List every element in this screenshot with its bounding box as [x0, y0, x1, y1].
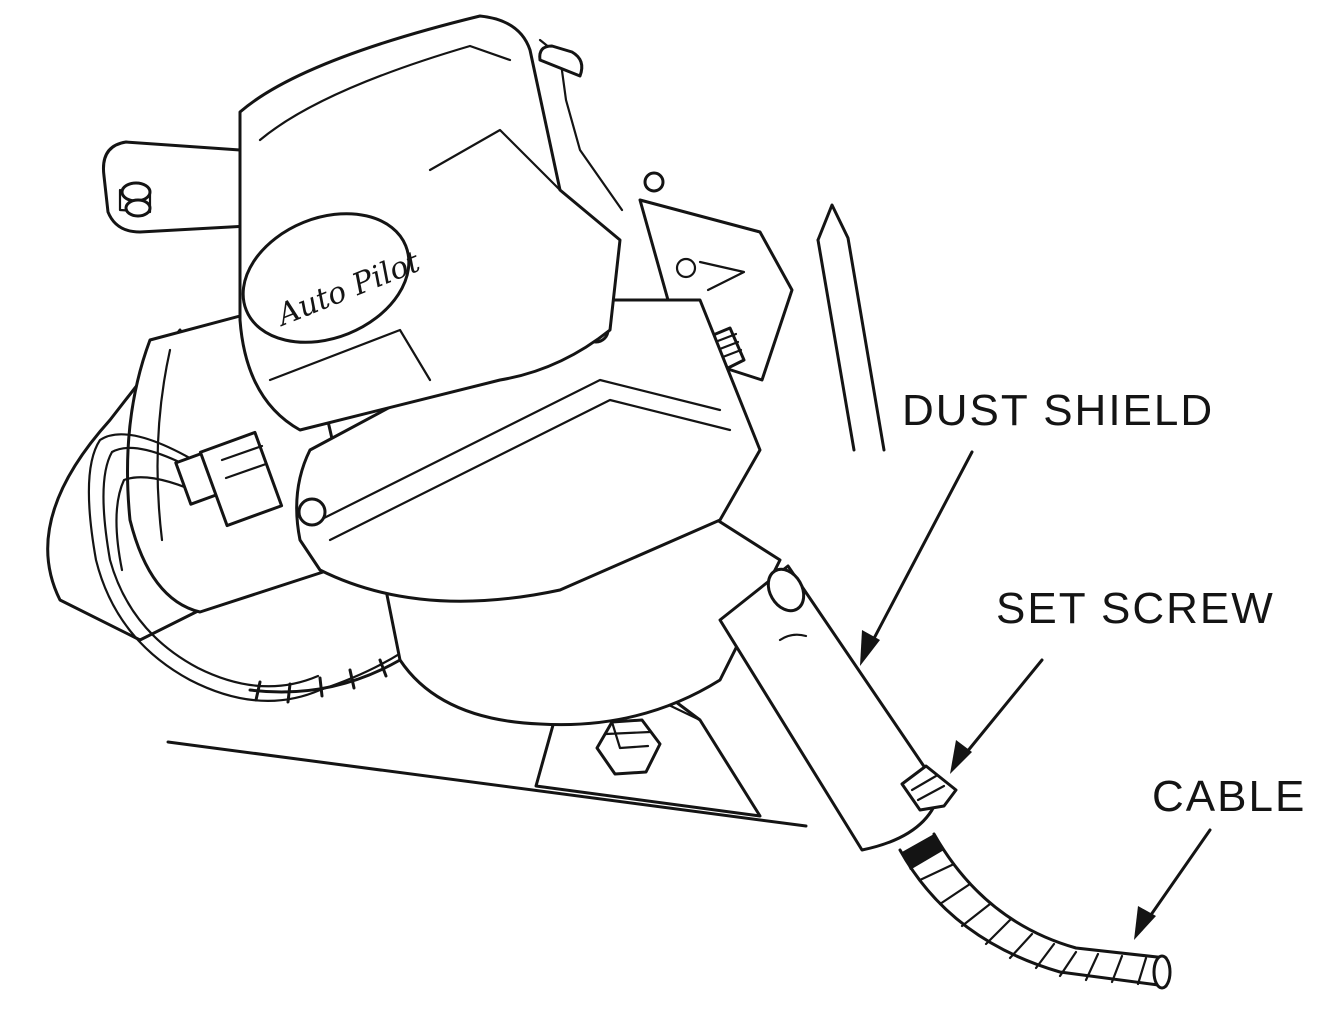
top-cover: Auto Pilot	[238, 14, 624, 432]
label-set-screw: SET SCREW	[996, 584, 1275, 633]
logo-plate	[241, 212, 411, 344]
cover-screw-left	[297, 497, 327, 527]
mounting-ear	[101, 140, 250, 234]
label-cable: CABLE	[1152, 772, 1307, 821]
wire-harness	[87, 430, 422, 704]
leader-cable	[1134, 828, 1212, 940]
set-screw	[900, 764, 958, 812]
shield-rivet	[766, 567, 806, 613]
leader-set-screw	[950, 658, 1044, 774]
cover-knob	[538, 44, 584, 78]
connector-body	[198, 430, 284, 528]
cable-ferrule	[902, 834, 944, 870]
label-dust-shield: DUST SHIELD	[902, 386, 1215, 435]
cable	[898, 832, 1172, 990]
cover-screw-top	[643, 171, 665, 193]
floor-line	[166, 740, 808, 828]
cable-end	[1152, 954, 1172, 990]
leader-dust-shield	[860, 450, 974, 666]
main-housing	[295, 171, 782, 727]
